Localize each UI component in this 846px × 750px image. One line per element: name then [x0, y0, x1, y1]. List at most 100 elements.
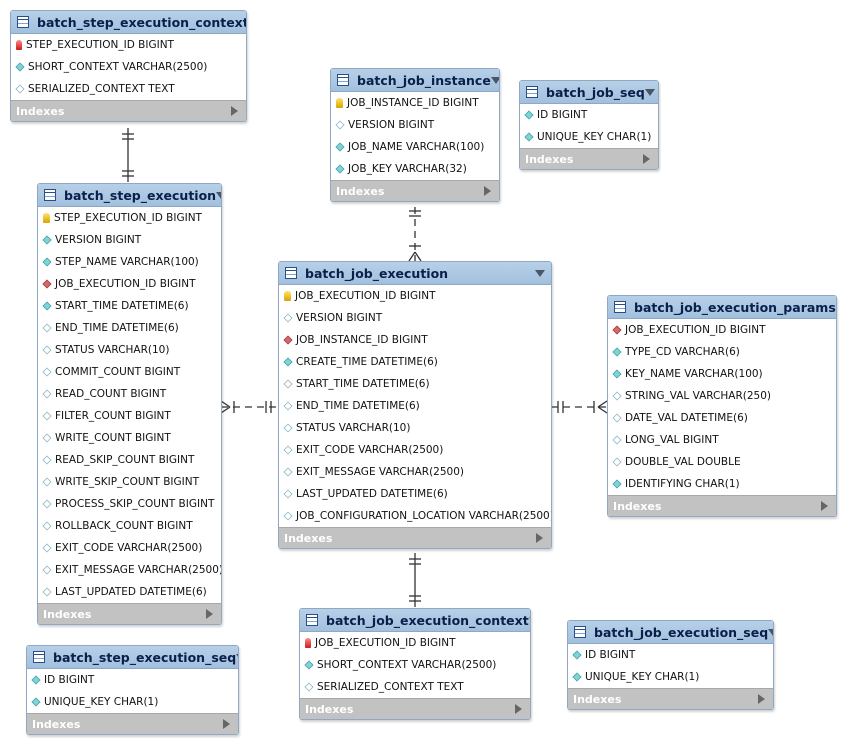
- indexes-section[interactable]: Indexes: [568, 688, 773, 709]
- table-batch-job-execution-seq[interactable]: batch_job_execution_seq ID BIGINT UNIQUE…: [567, 620, 774, 710]
- column-row[interactable]: START_TIME DATETIME(6): [279, 373, 551, 395]
- indexes-section[interactable]: Indexes: [279, 527, 551, 548]
- column-row[interactable]: STATUS VARCHAR(10): [38, 339, 221, 361]
- column-row[interactable]: ID BIGINT: [520, 104, 658, 126]
- column-row[interactable]: ID BIGINT: [568, 644, 773, 666]
- table-header[interactable]: batch_job_execution: [279, 262, 551, 285]
- table-batch-job-seq[interactable]: batch_job_seq ID BIGINT UNIQUE_KEY CHAR(…: [519, 80, 659, 170]
- table-header[interactable]: batch_job_execution_params: [608, 296, 836, 319]
- column-row[interactable]: STEP_EXECUTION_ID BIGINT: [11, 34, 246, 56]
- column-row[interactable]: READ_SKIP_COUNT BIGINT: [38, 449, 221, 471]
- column-row[interactable]: DOUBLE_VAL DOUBLE: [608, 451, 836, 473]
- expand-arrow-icon[interactable]: [515, 704, 522, 714]
- column-row[interactable]: COMMIT_COUNT BIGINT: [38, 361, 221, 383]
- indexes-section[interactable]: Indexes: [608, 495, 836, 516]
- column-row[interactable]: ID BIGINT: [27, 669, 238, 691]
- column-row[interactable]: UNIQUE_KEY CHAR(1): [568, 666, 773, 688]
- indexes-section[interactable]: Indexes: [331, 180, 499, 201]
- expand-arrow-icon[interactable]: [643, 154, 650, 164]
- column-row[interactable]: JOB_INSTANCE_ID BIGINT: [331, 92, 499, 114]
- column-row[interactable]: LONG_VAL BIGINT: [608, 429, 836, 451]
- column-row[interactable]: JOB_EXECUTION_ID BIGINT: [38, 273, 221, 295]
- column-row[interactable]: EXIT_CODE VARCHAR(2500): [38, 537, 221, 559]
- column-row[interactable]: WRITE_SKIP_COUNT BIGINT: [38, 471, 221, 493]
- expand-arrow-icon[interactable]: [223, 719, 230, 729]
- column-row[interactable]: LAST_UPDATED DATETIME(6): [279, 483, 551, 505]
- column-row[interactable]: JOB_INSTANCE_ID BIGINT: [279, 329, 551, 351]
- column-row[interactable]: SERIALIZED_CONTEXT TEXT: [300, 676, 530, 698]
- column-row[interactable]: DATE_VAL DATETIME(6): [608, 407, 836, 429]
- column-row[interactable]: SERIALIZED_CONTEXT TEXT: [11, 78, 246, 100]
- table-batch-job-execution[interactable]: batch_job_execution JOB_EXECUTION_ID BIG…: [278, 261, 552, 549]
- column-row[interactable]: TYPE_CD VARCHAR(6): [608, 341, 836, 363]
- column-row[interactable]: ROLLBACK_COUNT BIGINT: [38, 515, 221, 537]
- table-header[interactable]: batch_job_execution_seq: [568, 621, 773, 644]
- table-header[interactable]: batch_job_execution_context: [300, 609, 530, 632]
- indexes-section[interactable]: Indexes: [27, 713, 238, 734]
- column-row[interactable]: JOB_NAME VARCHAR(100): [331, 136, 499, 158]
- nullable-column-icon: [612, 413, 622, 423]
- table-batch-job-instance[interactable]: batch_job_instance JOB_INSTANCE_ID BIGIN…: [330, 68, 500, 202]
- indexes-section[interactable]: Indexes: [38, 603, 221, 624]
- table-batch-job-execution-params[interactable]: batch_job_execution_params JOB_EXECUTION…: [607, 295, 837, 517]
- table-batch-step-execution[interactable]: batch_step_execution STEP_EXECUTION_ID B…: [37, 183, 222, 625]
- table-header[interactable]: batch_step_execution_seq: [27, 646, 238, 669]
- expand-arrow-icon[interactable]: [536, 533, 543, 543]
- column-row[interactable]: START_TIME DATETIME(6): [38, 295, 221, 317]
- column-row[interactable]: END_TIME DATETIME(6): [279, 395, 551, 417]
- chevron-down-icon[interactable]: [490, 76, 499, 84]
- indexes-section[interactable]: Indexes: [520, 148, 658, 169]
- column-row[interactable]: VERSION BIGINT: [331, 114, 499, 136]
- column-row[interactable]: STEP_EXECUTION_ID BIGINT: [38, 207, 221, 229]
- expand-arrow-icon[interactable]: [206, 609, 213, 619]
- expand-arrow-icon[interactable]: [484, 186, 491, 196]
- column-row[interactable]: WRITE_COUNT BIGINT: [38, 427, 221, 449]
- column-row[interactable]: SHORT_CONTEXT VARCHAR(2500): [11, 56, 246, 78]
- column-row[interactable]: LAST_UPDATED DATETIME(6): [38, 581, 221, 603]
- column-row[interactable]: STATUS VARCHAR(10): [279, 417, 551, 439]
- column-row[interactable]: EXIT_MESSAGE VARCHAR(2500): [279, 461, 551, 483]
- column-name: WRITE_COUNT BIGINT: [55, 432, 171, 444]
- column-row[interactable]: JOB_KEY VARCHAR(32): [331, 158, 499, 180]
- column-row[interactable]: CREATE_TIME DATETIME(6): [279, 351, 551, 373]
- column-row[interactable]: JOB_EXECUTION_ID BIGINT: [300, 632, 530, 654]
- column-row[interactable]: EXIT_CODE VARCHAR(2500): [279, 439, 551, 461]
- table-header[interactable]: batch_step_execution: [38, 184, 221, 207]
- column-row[interactable]: VERSION BIGINT: [38, 229, 221, 251]
- chevron-down-icon[interactable]: [236, 653, 238, 661]
- chevron-down-icon[interactable]: [835, 303, 836, 311]
- column-row[interactable]: JOB_EXECUTION_ID BIGINT: [608, 319, 836, 341]
- chevron-down-icon[interactable]: [528, 616, 530, 624]
- table-header[interactable]: batch_job_instance: [331, 69, 499, 92]
- chevron-down-icon[interactable]: [768, 628, 773, 636]
- column-row[interactable]: VERSION BIGINT: [279, 307, 551, 329]
- expand-arrow-icon[interactable]: [758, 694, 765, 704]
- chevron-down-icon[interactable]: [644, 88, 655, 96]
- column-row[interactable]: EXIT_MESSAGE VARCHAR(2500): [38, 559, 221, 581]
- chevron-down-icon[interactable]: [216, 191, 221, 199]
- indexes-section[interactable]: Indexes: [11, 100, 246, 121]
- table-batch-step-execution-seq[interactable]: batch_step_execution_seq ID BIGINT UNIQU…: [26, 645, 239, 735]
- column-row[interactable]: END_TIME DATETIME(6): [38, 317, 221, 339]
- column-row[interactable]: READ_COUNT BIGINT: [38, 383, 221, 405]
- column-row[interactable]: STRING_VAL VARCHAR(250): [608, 385, 836, 407]
- column-row[interactable]: PROCESS_SKIP_COUNT BIGINT: [38, 493, 221, 515]
- column-row[interactable]: FILTER_COUNT BIGINT: [38, 405, 221, 427]
- table-batch-step-execution-context[interactable]: batch_step_execution_context STEP_EXECUT…: [10, 10, 247, 122]
- column-row[interactable]: KEY_NAME VARCHAR(100): [608, 363, 836, 385]
- column-row[interactable]: STEP_NAME VARCHAR(100): [38, 251, 221, 273]
- table-header[interactable]: batch_job_seq: [520, 81, 658, 104]
- column-row[interactable]: JOB_CONFIGURATION_LOCATION VARCHAR(2500): [279, 505, 551, 527]
- table-batch-job-execution-context[interactable]: batch_job_execution_context JOB_EXECUTIO…: [299, 608, 531, 720]
- chevron-down-icon[interactable]: [535, 269, 545, 277]
- expand-arrow-icon[interactable]: [231, 106, 238, 116]
- column-row[interactable]: UNIQUE_KEY CHAR(1): [27, 691, 238, 713]
- indexes-section[interactable]: Indexes: [300, 698, 530, 719]
- not-null-column-icon: [15, 62, 25, 72]
- table-header[interactable]: batch_step_execution_context: [11, 11, 246, 34]
- expand-arrow-icon[interactable]: [821, 501, 828, 511]
- column-row[interactable]: UNIQUE_KEY CHAR(1): [520, 126, 658, 148]
- column-row[interactable]: SHORT_CONTEXT VARCHAR(2500): [300, 654, 530, 676]
- column-row[interactable]: IDENTIFYING CHAR(1): [608, 473, 836, 495]
- column-row[interactable]: JOB_EXECUTION_ID BIGINT: [279, 285, 551, 307]
